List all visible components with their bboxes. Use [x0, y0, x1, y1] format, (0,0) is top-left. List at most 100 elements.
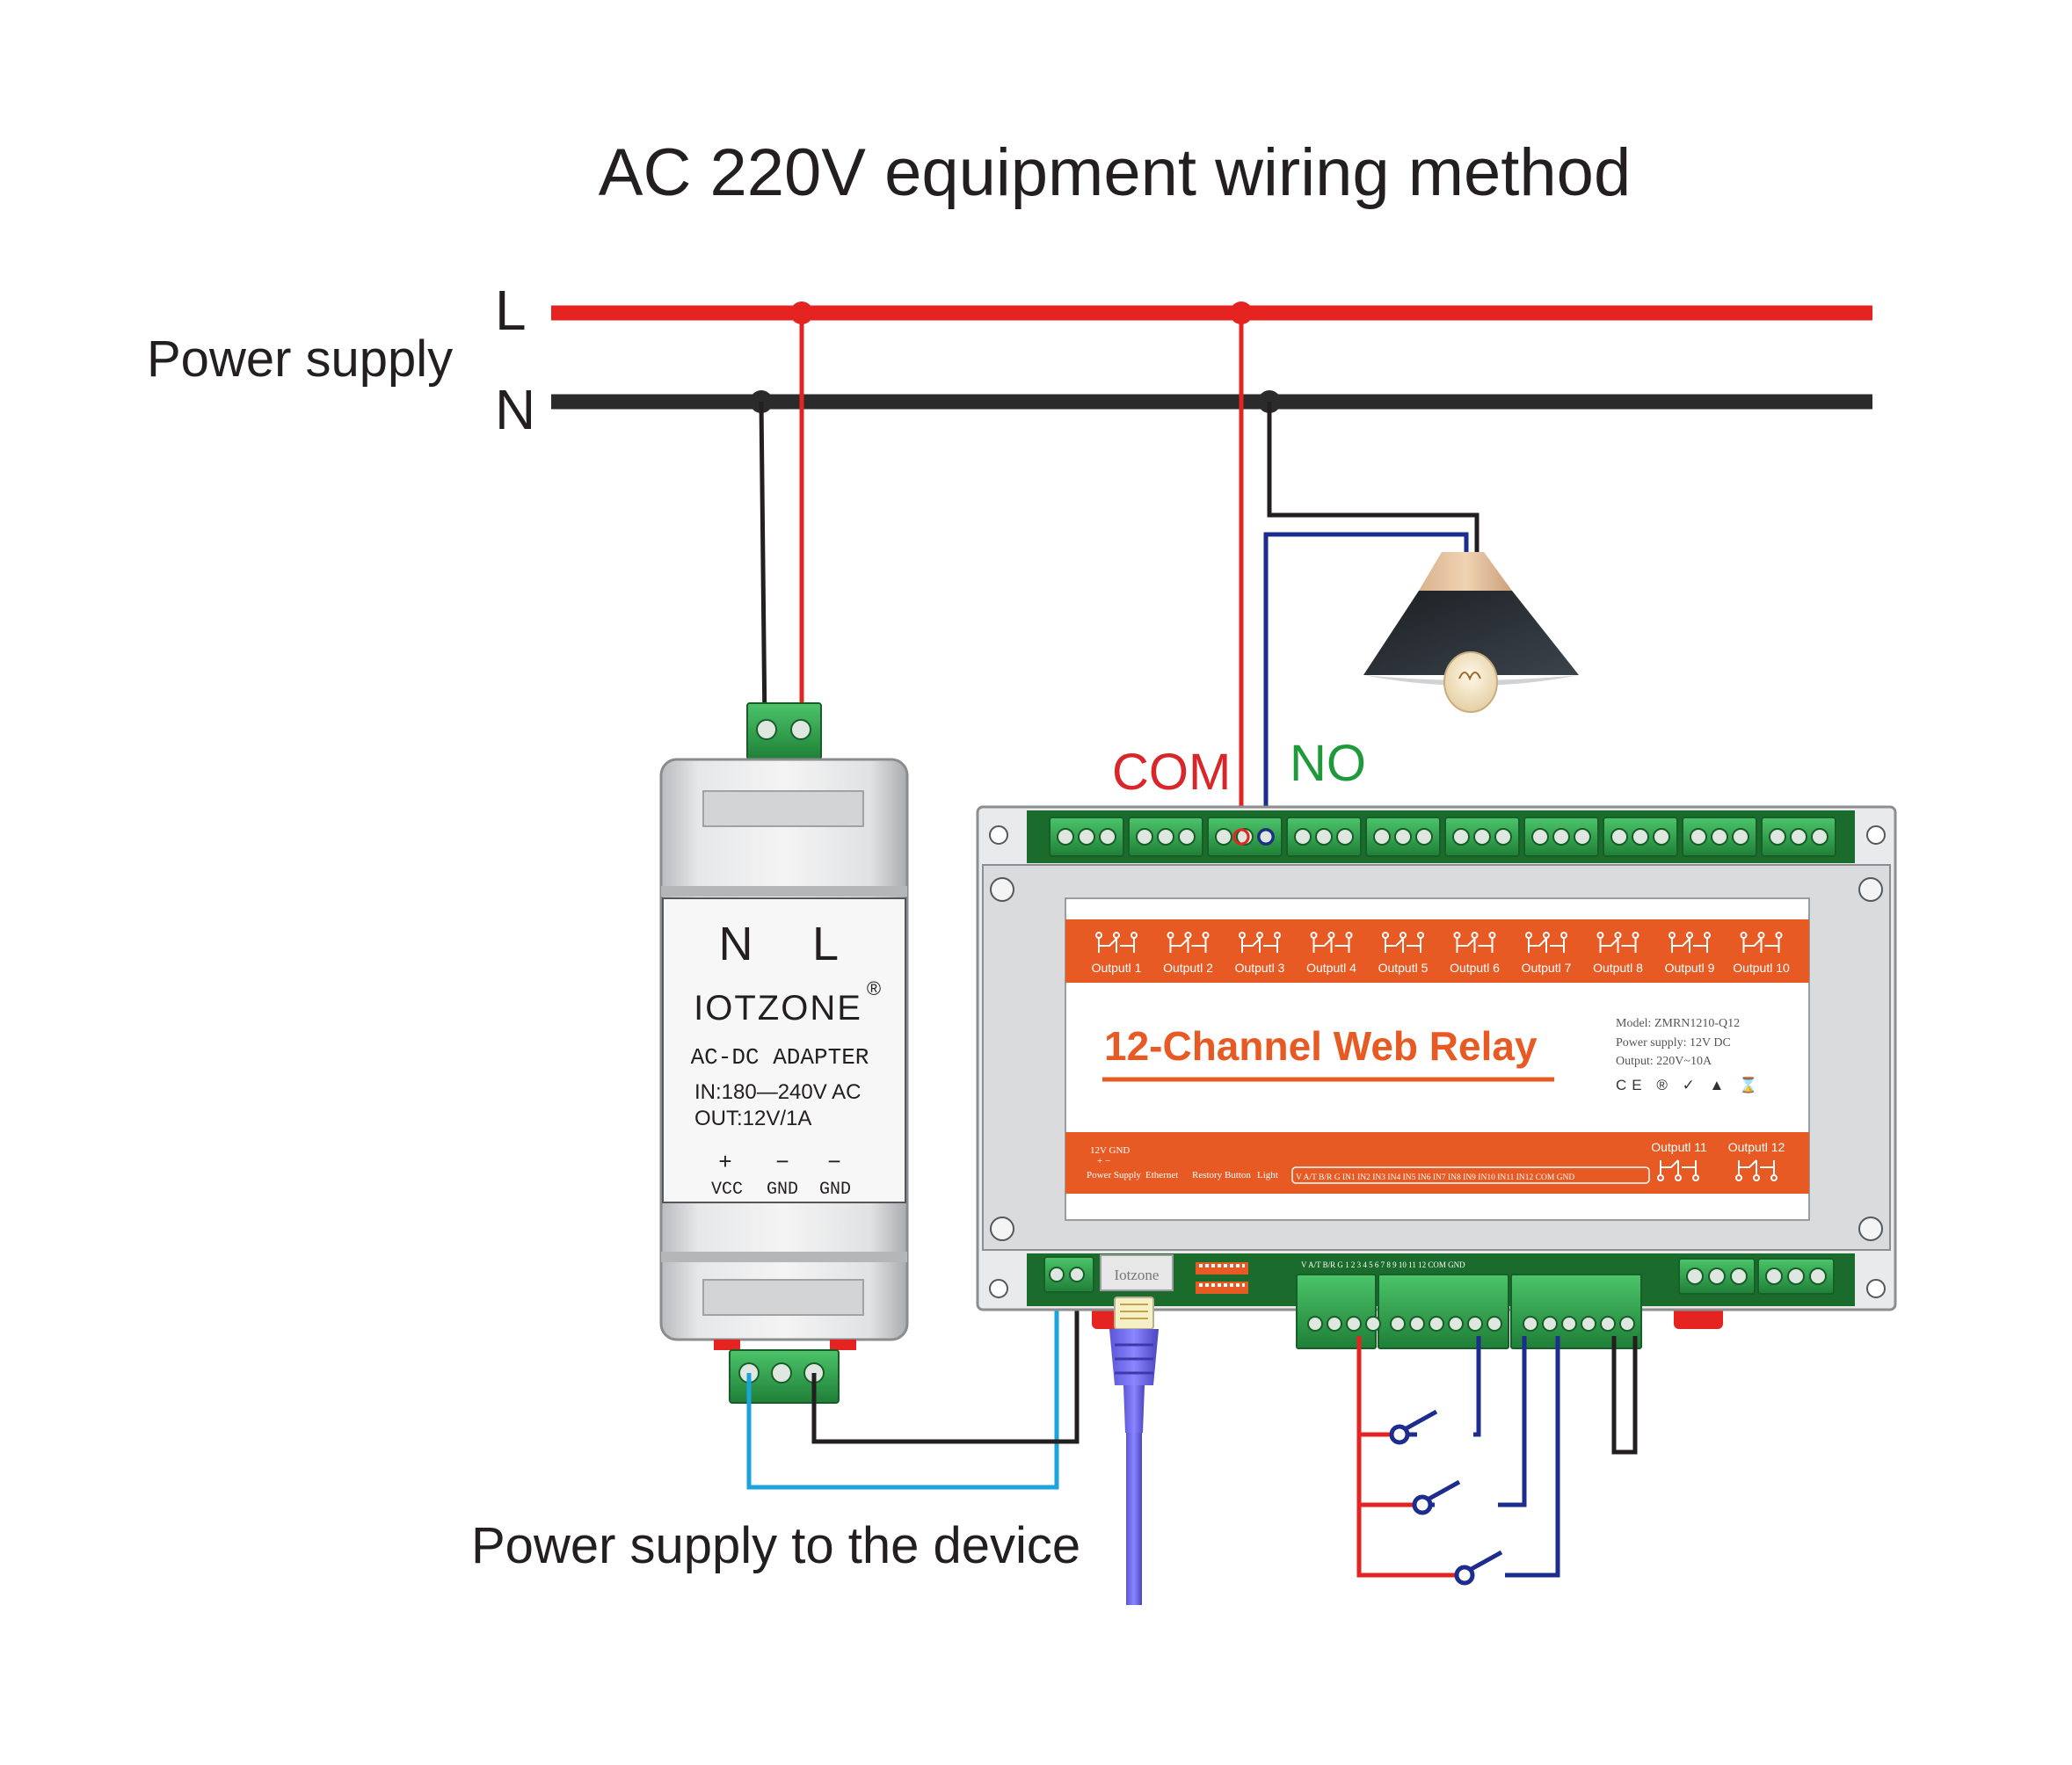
screw-icon	[1473, 828, 1491, 846]
pendant-lamp-icon	[1363, 552, 1579, 713]
screw-icon	[1327, 1316, 1342, 1332]
output-label: Outputl 4	[1306, 961, 1356, 975]
dip-switches	[1196, 1262, 1248, 1294]
screw-icon	[1523, 1316, 1538, 1332]
screw-icon	[1365, 1316, 1381, 1332]
adapter-output: OUT:12V/1A	[694, 1107, 811, 1130]
screw-icon	[1711, 828, 1728, 846]
adapter-type: AC-DC ADAPTER	[691, 1044, 869, 1071]
relay-contact-icon	[1239, 932, 1281, 953]
relay-contact-icon	[1525, 932, 1567, 953]
screw-icon	[990, 1217, 1014, 1241]
screw-icon	[1467, 1316, 1483, 1332]
screw-icon	[1099, 828, 1116, 846]
screw-icon	[1600, 1316, 1616, 1332]
screw-icon	[1373, 828, 1391, 846]
screw-icon	[1653, 828, 1670, 846]
screw-icon	[1531, 828, 1549, 846]
screw-icon	[1315, 828, 1333, 846]
screw-icon	[1581, 1316, 1596, 1332]
com-terminal-highlight	[1232, 828, 1250, 846]
switch-icon	[1389, 1409, 1438, 1445]
screw-icon	[1765, 1267, 1783, 1285]
screw-icon	[1494, 828, 1512, 846]
adapter-vcc: VCC	[711, 1180, 743, 1200]
switch-icon	[1454, 1550, 1503, 1586]
screw-icon	[771, 1362, 792, 1384]
relay-contact-icon	[1310, 932, 1353, 953]
relay-contact-icon	[1596, 932, 1639, 953]
relay-no-wire	[1263, 532, 1469, 831]
screw-icon	[1487, 1316, 1502, 1332]
adapter-input: IN:180—240V AC	[694, 1080, 861, 1104]
line-label: L	[495, 279, 527, 342]
screw-icon	[1858, 877, 1883, 902]
screw-icon	[1236, 828, 1254, 846]
no-terminal-highlight	[1257, 828, 1275, 846]
output-11-label: Outputl 11	[1651, 1140, 1707, 1154]
screw-icon	[1690, 828, 1707, 846]
relay-output-terminals	[1049, 817, 1836, 857]
adapter-gnd: GND	[767, 1180, 798, 1200]
screw-icon	[1452, 828, 1470, 846]
relay-model: Model: ZMRN1210-Q12	[1616, 1017, 1740, 1030]
adapter-brand: IOTZONE	[694, 989, 862, 1028]
relay-power-spec: Power supply: 12V DC	[1616, 1036, 1731, 1050]
screw-icon	[1858, 1217, 1883, 1241]
screw-icon	[1415, 828, 1433, 846]
screw-icon	[756, 719, 777, 740]
screw-icon	[1346, 1316, 1362, 1332]
diagram-title: AC 220V equipment wiring method	[599, 135, 1631, 210]
screw-icon	[1307, 1316, 1323, 1332]
device-power-label: Power supply to the device	[471, 1517, 1080, 1574]
output-11-12-terminals	[1678, 1258, 1835, 1295]
neutral-label: N	[495, 378, 535, 441]
relay-base-labels: V A/T B/R G 1 2 3 4 5 6 7 8 9 10 11 12 C…	[1301, 1260, 1465, 1269]
ethernet-port: Iotzone	[1100, 1254, 1174, 1291]
power-supply-label: Power supply	[147, 330, 453, 388]
screw-icon	[1336, 828, 1354, 846]
adapter-n-label: N	[719, 918, 753, 970]
screw-icon	[1619, 1316, 1635, 1332]
output-11-symbol	[1657, 1159, 1699, 1181]
screw-icon	[1448, 1316, 1464, 1332]
relay-certifications: CE ® ✓ ▲ ⌛	[1616, 1076, 1763, 1093]
output-label: Outputl 7	[1522, 961, 1572, 975]
adapter-gnd: GND	[819, 1180, 851, 1200]
relay-output-rating: Output: 220V~10A	[1616, 1055, 1712, 1068]
relay-contact-icon	[1453, 932, 1496, 953]
screw-icon	[1686, 1267, 1704, 1285]
screw-icon	[1078, 828, 1095, 846]
screw-icon	[1215, 828, 1232, 846]
screw-icon	[1049, 1267, 1065, 1282]
adapter-l-label: L	[812, 918, 839, 970]
output-label: Outputl 10	[1733, 961, 1790, 975]
relay-input-label-box	[1291, 1166, 1650, 1184]
rj45-brand: Iotzone	[1115, 1267, 1160, 1283]
output-label: Outputl 8	[1593, 961, 1643, 975]
output-label: Outputl 2	[1163, 961, 1213, 975]
screw-icon	[1574, 828, 1591, 846]
relay-contact-icon	[1669, 932, 1711, 953]
adapter-plus: +	[718, 1148, 731, 1174]
screw-icon	[1708, 1267, 1726, 1285]
relay-inputs-label: V A/T B/R G IN1 IN2 IN3 IN4 IN5 IN6 IN7 …	[1296, 1173, 1574, 1182]
screw-icon	[1809, 1267, 1827, 1285]
relay-power-terminal	[1043, 1256, 1094, 1293]
screw-icon	[1157, 828, 1174, 846]
ac-dc-adapter: N L IOTZONE ® AC-DC ADAPTER IN:180—240V …	[659, 702, 909, 1404]
output-label: Outputl 5	[1378, 961, 1429, 975]
screw-icon	[1542, 1316, 1558, 1332]
switch-icon	[1412, 1479, 1461, 1515]
input-terminal-blocks	[1296, 1274, 1642, 1349]
screw-icon	[1394, 828, 1412, 846]
input-switch-wiring	[1356, 1336, 1638, 1578]
screw-icon	[1730, 1267, 1748, 1285]
output-12-label: Outputl 12	[1728, 1140, 1785, 1154]
screw-icon	[1561, 1316, 1577, 1332]
relay-contact-icon	[1095, 932, 1138, 953]
screw-icon	[1429, 1316, 1444, 1332]
screw-icon	[1732, 828, 1749, 846]
